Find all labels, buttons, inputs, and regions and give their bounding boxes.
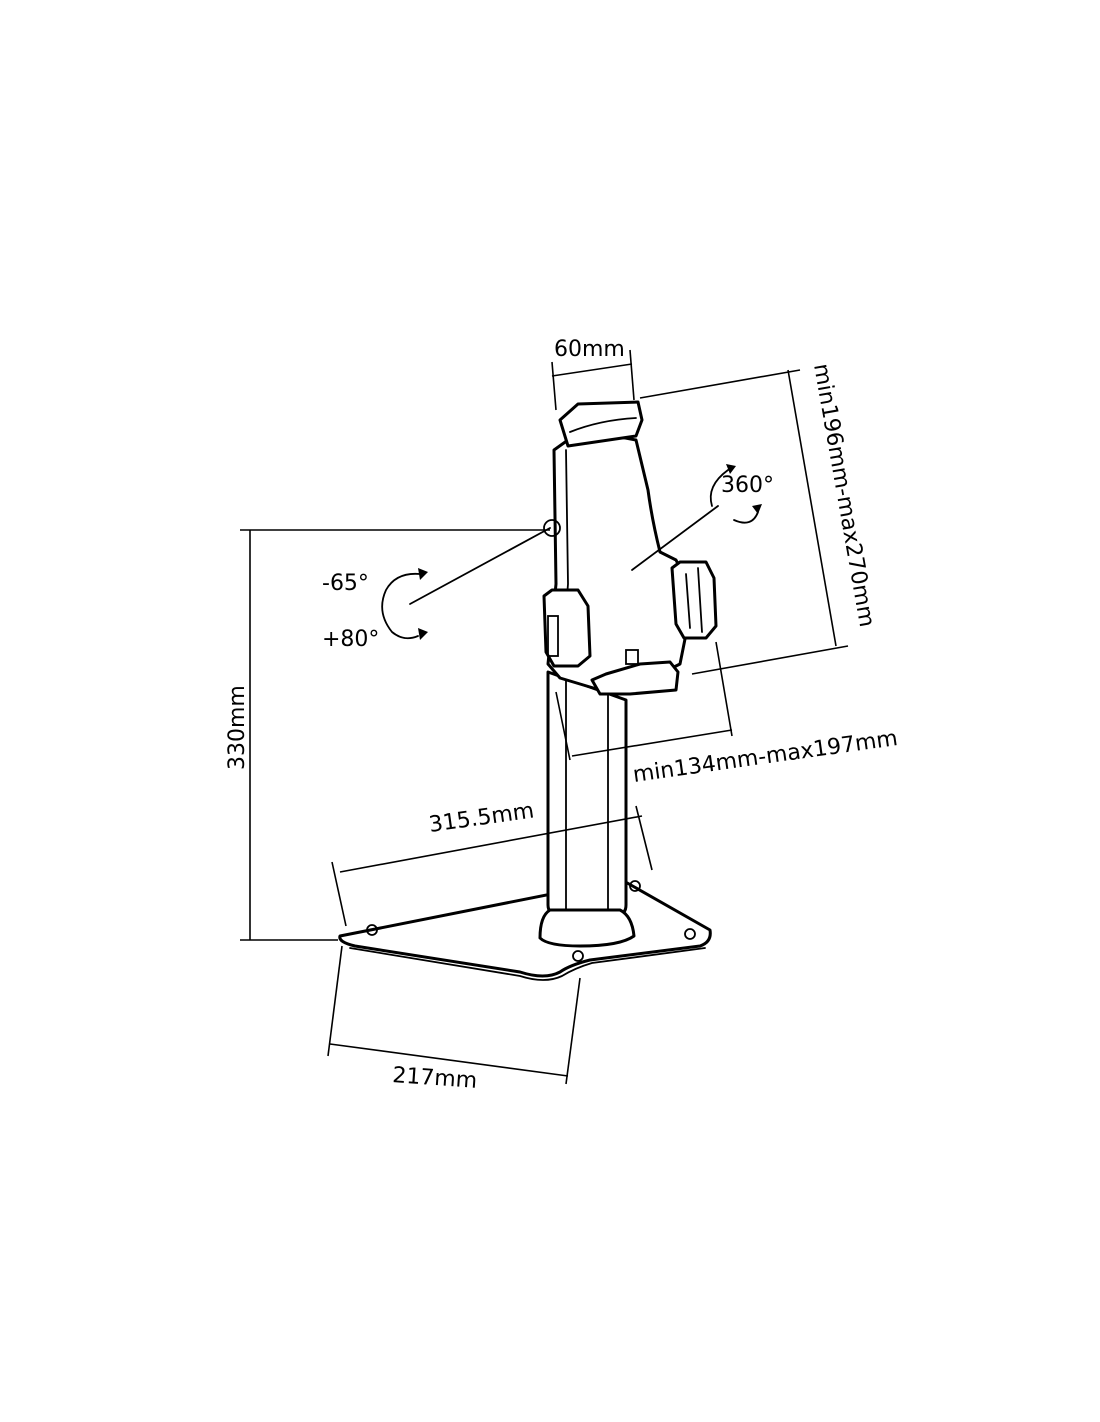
tablet-holder: [542, 400, 718, 696]
tilt-down-label: +80°: [322, 627, 379, 652]
dim-device-width-label: min134mm-max197mm: [631, 726, 899, 788]
tilt-arrows-icon: [381, 527, 551, 640]
dim-clamp-width: [551, 349, 635, 411]
rotation-360-icon: [631, 464, 762, 571]
dim-clamp-width-label: 60mm: [554, 337, 625, 362]
support-column: [538, 670, 636, 948]
dim-base-depth: [331, 805, 653, 927]
base-plate: [338, 878, 712, 981]
dim-total-height: [240, 529, 550, 941]
dim-base-width-label: 217mm: [392, 1063, 478, 1094]
dim-device-width: [555, 641, 733, 761]
tilt-up-label: -65°: [322, 571, 369, 596]
dim-device-height: [639, 369, 849, 675]
tilt-joint-icon: [543, 519, 561, 537]
rotation-label: 360°: [721, 473, 774, 498]
dim-total-height-label: 330mm: [225, 685, 250, 770]
dim-base-depth-label: 315.5mm: [427, 798, 535, 837]
dim-device-height-label: min196mm-max270mm: [808, 362, 879, 629]
dim-base-width: [327, 945, 581, 1085]
